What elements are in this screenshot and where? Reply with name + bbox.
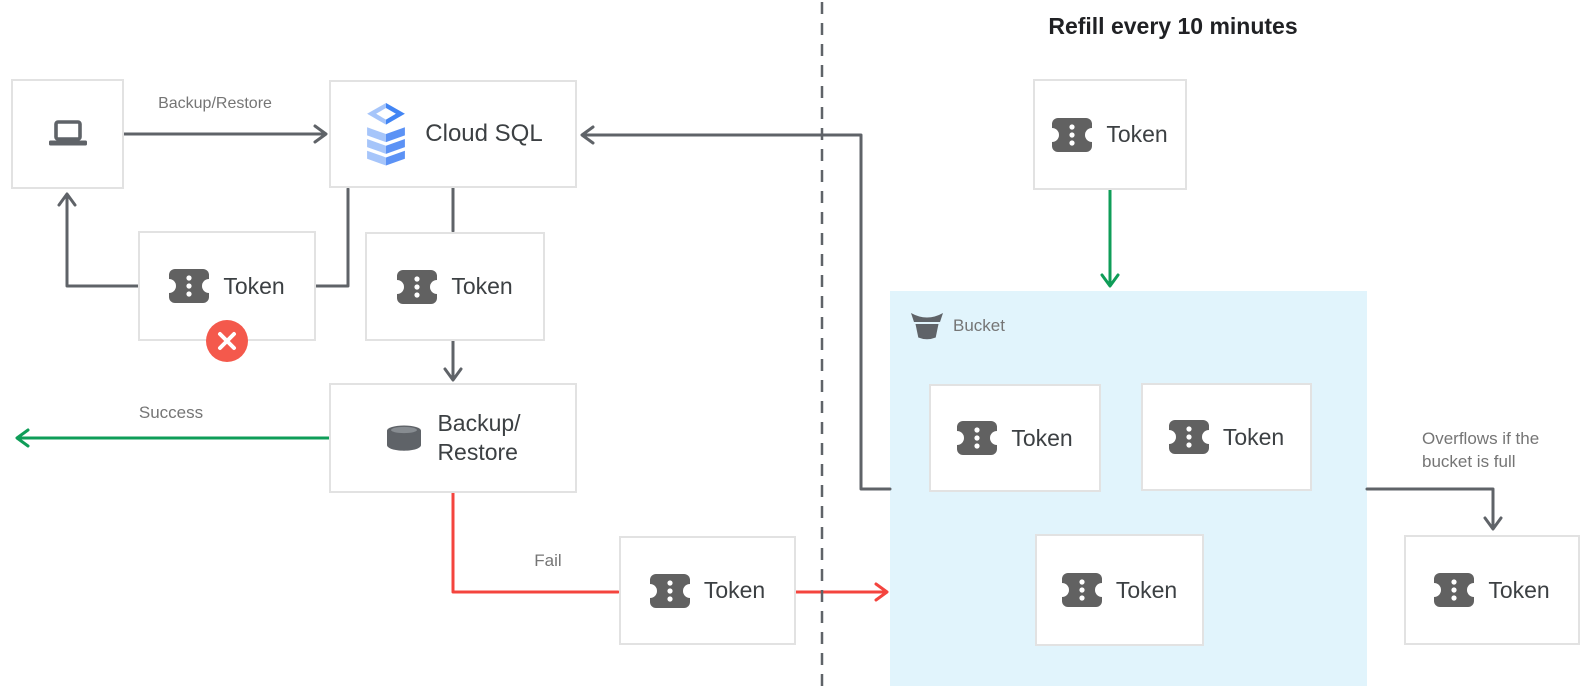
bucket-label-group: Bucket [910, 311, 1005, 341]
arrow-rejected-token-to-client [57, 192, 140, 288]
token-icon [957, 421, 998, 455]
token-icon [649, 573, 690, 608]
token-label: Token [1488, 576, 1550, 603]
cloud-sql-icon [367, 102, 406, 166]
overflow-edge-label: Overflows if the bucket is full [1422, 429, 1540, 471]
arrow-success [15, 428, 331, 448]
token-node-bucket-3: Token [1035, 534, 1204, 646]
token-label: Token [1222, 423, 1285, 450]
token-label: Token [1115, 576, 1178, 603]
token-label: Token [451, 273, 513, 299]
bucket-label: Bucket [953, 316, 1005, 335]
arrow-refill [1100, 188, 1120, 288]
backup-restore-label: Backup/ Restore [437, 410, 521, 465]
arrow-bucket-to-cloudsql [580, 125, 892, 491]
token-icon [169, 269, 210, 303]
laptop-icon [48, 120, 87, 146]
token-node-bucket-2: Token [1141, 383, 1312, 491]
token-node-overflow: Token [1404, 535, 1580, 645]
token-label: Token [223, 272, 285, 299]
diagram-title: Refill every 10 minutes [1048, 13, 1298, 39]
token-label: Token [1106, 121, 1168, 147]
error-x-icon [206, 320, 248, 362]
database-icon [387, 425, 422, 451]
token-icon [1052, 117, 1093, 152]
bucket-icon [911, 313, 943, 340]
line-rejected-token-to-cloudsql [314, 187, 350, 288]
token-icon [1061, 573, 1102, 607]
backup-restore-edge-label: Backup/Restore [158, 95, 272, 112]
token-node-fail: Token [619, 536, 796, 645]
backup-restore-node: Backup/ Restore [329, 383, 577, 493]
token-label: Token [1011, 424, 1073, 451]
token-node-queue: Token [365, 232, 545, 341]
arrow-fail [451, 491, 889, 602]
cloud-sql-label: Cloud SQL [425, 120, 543, 147]
token-icon [1168, 420, 1209, 454]
arrow-client-to-cloudsql [122, 124, 328, 144]
arrow-token-to-backup [443, 339, 463, 382]
token-label: Token [703, 577, 766, 603]
cloud-sql-node: Cloud SQL [329, 80, 577, 188]
token-icon [397, 269, 438, 304]
arrow-bucket-overflow [1365, 487, 1503, 531]
success-edge-label: Success [138, 403, 204, 422]
token-node-refill: Token [1033, 79, 1187, 190]
client-node [11, 79, 124, 189]
fail-edge-label: Fail [534, 551, 562, 570]
token-icon [1434, 573, 1475, 607]
token-node-bucket-1: Token [929, 384, 1101, 492]
